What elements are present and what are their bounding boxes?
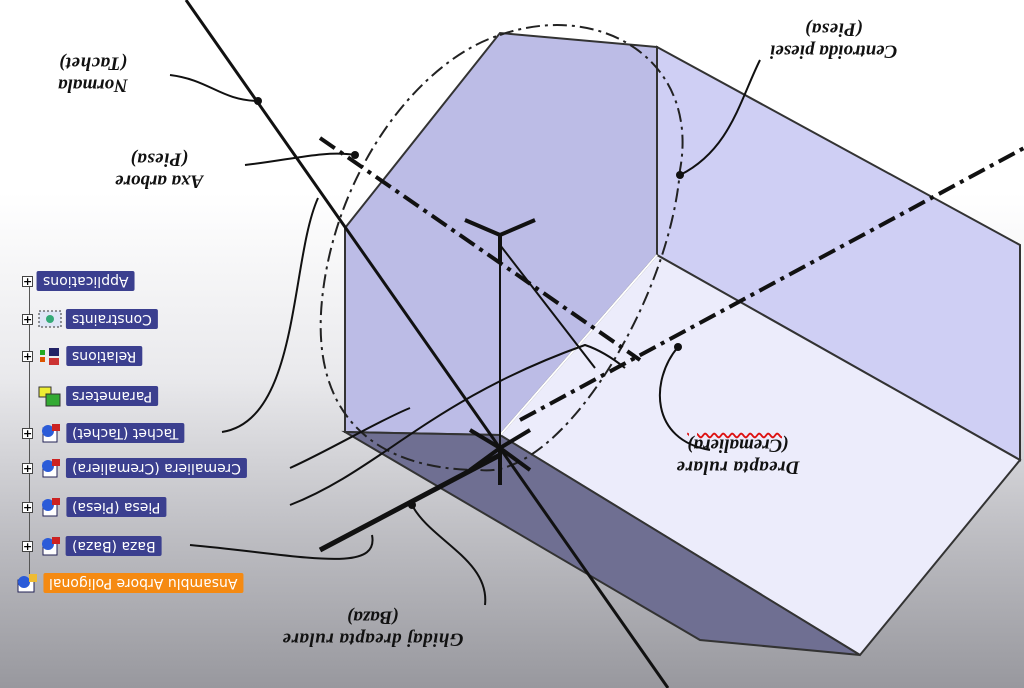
tree-node-relations[interactable]: + Relations bbox=[22, 343, 143, 369]
tree-label-baza[interactable]: Baza (Baza) bbox=[66, 536, 162, 556]
leader-centroida bbox=[679, 59, 761, 176]
part-icon bbox=[37, 457, 63, 479]
leader-baza bbox=[189, 534, 374, 560]
callout-centroida-line2: (Piesa) bbox=[804, 18, 863, 40]
part-icon bbox=[37, 496, 63, 518]
leader-normala bbox=[169, 74, 259, 102]
leader-piesa bbox=[289, 343, 626, 506]
tree-node-applications[interactable]: + Applications bbox=[22, 268, 135, 294]
constraints-icon bbox=[37, 308, 63, 330]
tree-label-relations[interactable]: Relations bbox=[66, 346, 143, 366]
callout-centroida: Centroida piesei (Piesa) bbox=[770, 18, 897, 62]
callout-centroida-line1: Centroida piesei bbox=[770, 40, 898, 62]
callout-dreapta: Dreapta rulare (Cremaliera) bbox=[676, 434, 800, 478]
prism-face-bottom[interactable] bbox=[341, 430, 861, 656]
part-icon bbox=[37, 422, 63, 444]
expand-relations-button[interactable]: + bbox=[22, 349, 33, 363]
tree-node-constraints[interactable]: + Constraints bbox=[22, 306, 158, 332]
tree-label-constraints[interactable]: Constraints bbox=[66, 309, 158, 329]
expand-constraints-button[interactable]: + bbox=[22, 312, 33, 326]
parameters-icon bbox=[37, 385, 63, 407]
callout-dreapta-line1: (Cremaliera) bbox=[687, 434, 789, 456]
centroid-curve[interactable] bbox=[319, 24, 684, 472]
expand-piesa-button[interactable]: + bbox=[22, 500, 33, 514]
tree-label-root[interactable]: Ansamblu Arbore Poligonal bbox=[43, 573, 244, 593]
specification-tree[interactable]: + Applications + Constraints + Relations… bbox=[0, 0, 300, 688]
expand-tachet-button[interactable]: + bbox=[22, 426, 33, 440]
callout-dreapta-line2: Dreapta rulare bbox=[676, 456, 800, 478]
tree-node-parameters[interactable]: + Parameters bbox=[22, 383, 159, 409]
leader-ghidaj bbox=[411, 504, 487, 606]
tree-label-tachet[interactable]: Tachet (Tachet) bbox=[66, 423, 185, 443]
tree-label-parameters[interactable]: Parameters bbox=[66, 386, 159, 406]
relations-icon bbox=[37, 345, 63, 367]
leader-cremaliera bbox=[289, 407, 411, 469]
tree-node-piesa[interactable]: + Piesa (Piesa) bbox=[22, 494, 167, 520]
callout-ghidaj-line2: Ghidaj dreapta rulare bbox=[282, 628, 464, 650]
callout-ghidaj: Ghidaj dreapta rulare (Baza) bbox=[282, 606, 464, 650]
expand-baza-button[interactable]: + bbox=[22, 539, 33, 553]
product-icon bbox=[14, 572, 40, 594]
tree-node-root[interactable]: Ansamblu Arbore Poligonal bbox=[14, 570, 244, 596]
expand-cremaliera-button[interactable]: + bbox=[22, 461, 33, 475]
part-icon bbox=[37, 535, 63, 557]
leader-tachet bbox=[221, 197, 319, 433]
tree-label-cremaliera[interactable]: Cremaliera (Cremaliera) bbox=[66, 458, 247, 478]
leader-axa bbox=[244, 152, 356, 166]
callout-ghidaj-line1: (Baza) bbox=[346, 606, 399, 628]
normal-line[interactable] bbox=[184, 0, 670, 688]
tree-label-applications[interactable]: Applications bbox=[37, 271, 135, 291]
tree-node-tachet[interactable]: + Tachet (Tachet) bbox=[22, 420, 185, 446]
leader-dreapta bbox=[658, 346, 711, 451]
axis-system-bottom[interactable] bbox=[468, 428, 532, 485]
tree-node-baza[interactable]: + Baza (Baza) bbox=[22, 533, 162, 559]
expand-applications-button[interactable]: + bbox=[22, 274, 33, 288]
shaft-axis-line[interactable] bbox=[318, 136, 642, 362]
tree-node-cremaliera[interactable]: + Cremaliera (Cremaliera) bbox=[22, 455, 247, 481]
axis-system-top[interactable] bbox=[464, 218, 596, 448]
tree-label-piesa[interactable]: Piesa (Piesa) bbox=[66, 497, 167, 517]
rolling-line[interactable] bbox=[519, 146, 1024, 422]
